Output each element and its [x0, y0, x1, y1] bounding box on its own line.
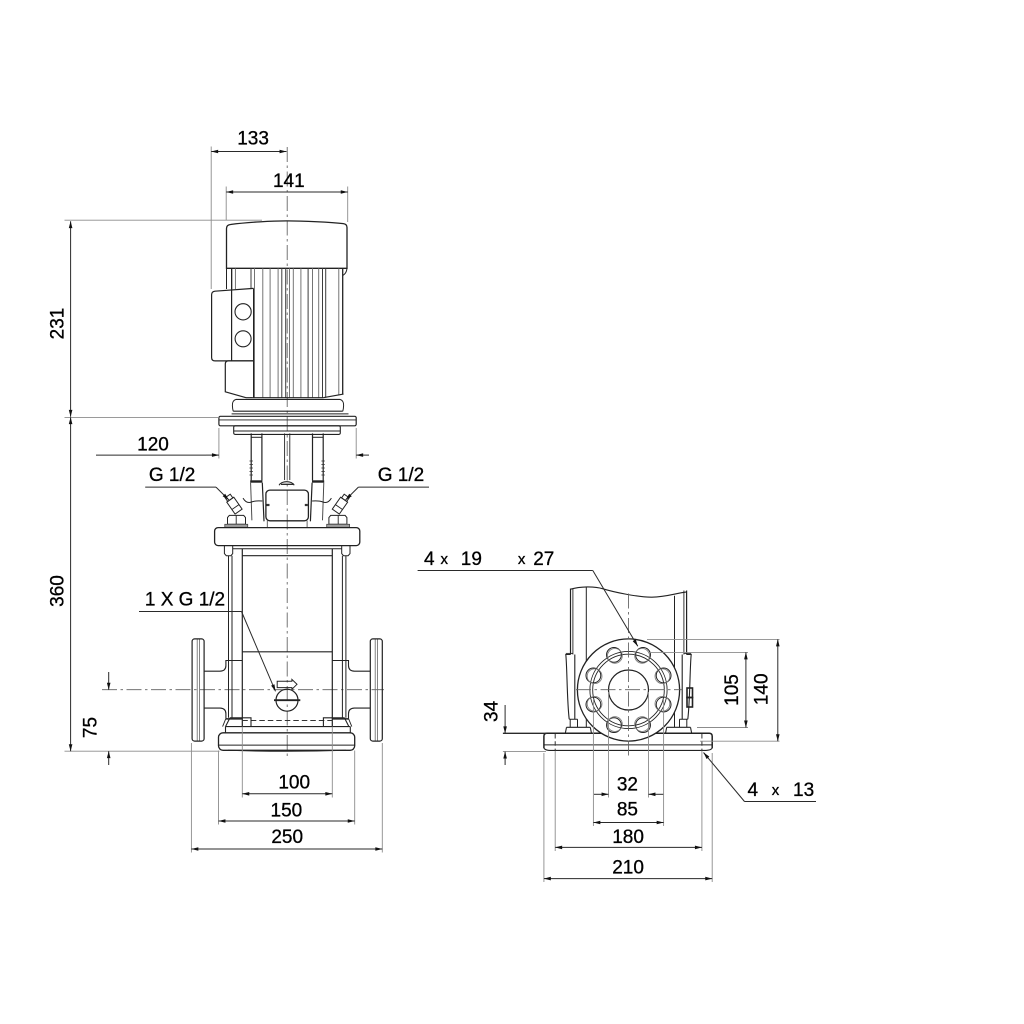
svg-text:85: 85 — [617, 800, 638, 821]
svg-text:1 X G 1/2: 1 X G 1/2 — [145, 590, 225, 611]
svg-text:105: 105 — [722, 674, 743, 706]
svg-text:250: 250 — [271, 827, 303, 848]
svg-text:150: 150 — [271, 801, 303, 822]
svg-text:x: x — [441, 551, 449, 568]
svg-text:360: 360 — [48, 575, 69, 607]
svg-text:x: x — [772, 782, 780, 799]
svg-text:32: 32 — [617, 774, 638, 795]
svg-text:4: 4 — [424, 549, 435, 570]
svg-text:G 1/2: G 1/2 — [149, 465, 195, 486]
svg-text:100: 100 — [278, 773, 310, 794]
svg-text:141: 141 — [273, 171, 305, 192]
svg-text:19: 19 — [461, 549, 482, 570]
svg-text:180: 180 — [612, 827, 644, 848]
svg-text:210: 210 — [612, 858, 644, 879]
svg-text:140: 140 — [752, 673, 773, 705]
svg-text:4: 4 — [748, 780, 759, 801]
svg-text:34: 34 — [481, 700, 502, 722]
svg-text:120: 120 — [137, 435, 169, 456]
svg-text:27: 27 — [533, 549, 554, 570]
svg-text:133: 133 — [237, 128, 269, 149]
svg-text:x: x — [518, 551, 526, 568]
svg-text:13: 13 — [793, 780, 814, 801]
svg-text:75: 75 — [81, 717, 102, 738]
svg-text:G 1/2: G 1/2 — [378, 465, 424, 486]
svg-text:231: 231 — [48, 308, 69, 340]
